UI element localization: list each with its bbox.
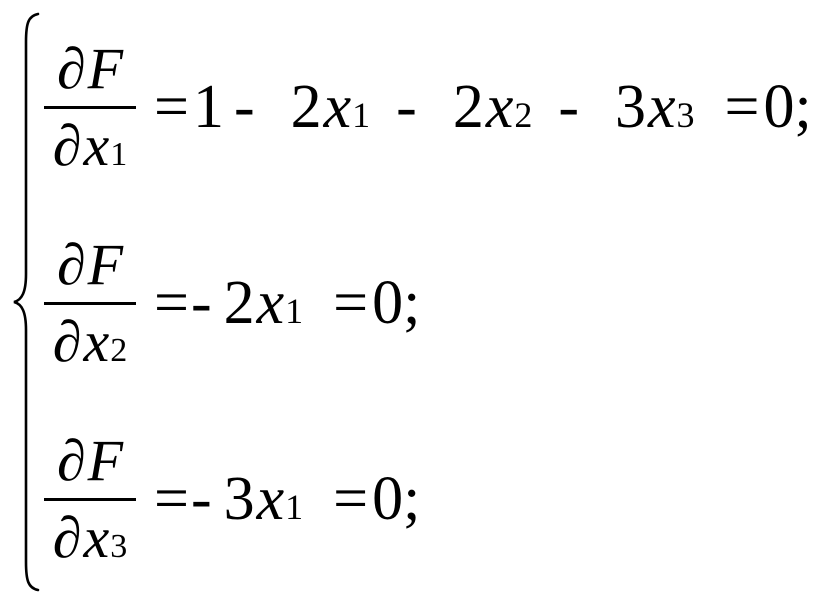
left-brace <box>13 12 40 592</box>
coefficient: 3 <box>223 465 255 533</box>
fraction-bar <box>44 497 136 501</box>
fraction-bar <box>44 105 136 109</box>
fraction-numerator: ∂F <box>53 35 127 106</box>
partial-symbol: ∂ <box>52 112 82 178</box>
variable-subscript: 1 <box>285 487 304 527</box>
variable-name: x <box>83 308 110 374</box>
variable-subscript: 1 <box>352 95 371 135</box>
equals-sign: = <box>333 269 369 337</box>
equals-sign: = <box>724 73 760 141</box>
equals-sign: = <box>154 465 189 533</box>
equals-sign: = <box>154 269 189 337</box>
minus-sign: - <box>190 465 212 533</box>
variable-name: x <box>323 73 352 141</box>
variable-subscript: 3 <box>676 95 695 135</box>
variable-name: x <box>83 504 110 570</box>
variable-name: x <box>256 465 285 533</box>
minus-sign: - <box>190 269 212 337</box>
minus-sign: - <box>396 73 417 141</box>
variable-subscript: 3 <box>110 527 128 565</box>
variable-subscript: 1 <box>285 291 304 331</box>
variable-name: x <box>648 73 676 141</box>
coefficient: 3 <box>615 73 646 141</box>
equals-sign: = <box>154 73 189 141</box>
variable-subscript: 1 <box>110 135 128 173</box>
result-value: 0; <box>372 269 421 337</box>
fraction-numerator: ∂F <box>53 427 127 498</box>
variable-subscript: 2 <box>110 331 128 369</box>
constant-term: 1 <box>192 73 224 141</box>
partial-symbol: ∂ <box>56 231 86 297</box>
result-value: 0; <box>763 73 812 141</box>
function-name: F <box>87 35 124 101</box>
coefficient: 2 <box>290 73 322 141</box>
variable-name: x <box>485 73 514 141</box>
coefficient: 2 <box>452 73 484 141</box>
coefficient: 2 <box>223 269 255 337</box>
minus-sign: - <box>233 73 255 141</box>
equals-sign: = <box>333 465 369 533</box>
variable-subscript: 2 <box>514 95 533 135</box>
result-value: 0; <box>372 465 421 533</box>
partial-symbol: ∂ <box>52 308 82 374</box>
function-name: F <box>87 427 124 493</box>
function-name: F <box>87 231 124 297</box>
minus-sign: - <box>558 73 579 141</box>
variable-name: x <box>83 112 110 178</box>
partial-symbol: ∂ <box>56 427 86 493</box>
fraction-numerator: ∂F <box>53 231 127 302</box>
partial-symbol: ∂ <box>56 35 86 101</box>
partial-symbol: ∂ <box>52 504 82 570</box>
fraction-bar <box>44 301 136 305</box>
variable-name: x <box>256 269 285 337</box>
